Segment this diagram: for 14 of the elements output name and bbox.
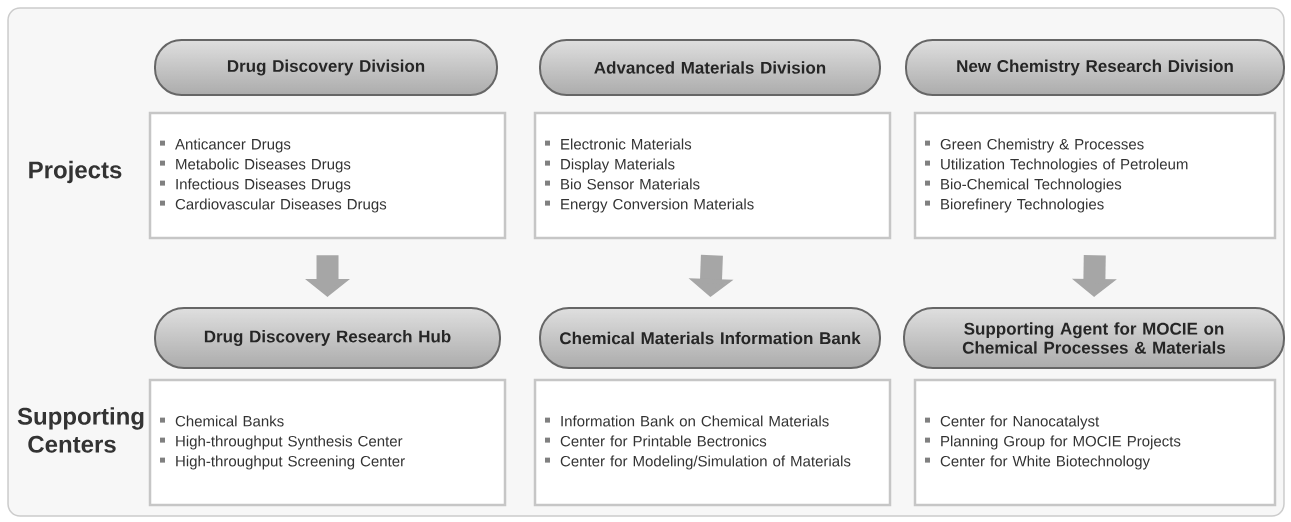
list-box: Center for Nanocatalyst Planning Group for MOCIE Projects Center for White Biotechnology [913,378,1277,507]
division-pill: Drug Discovery Division [154,39,498,96]
division-pill: Chemical Materials Information Bank [539,307,881,369]
row-label: Projects [29,160,122,184]
division-pill: New Chemistry Research Division [905,39,1285,96]
division-pill: Supporting Agent for MOCIE on Chemical Processes & Materials [903,307,1285,369]
list-box: Green Chemistry & Processes Utilization Technologies of Petroleum Bio-Chemical Technologies Biorefinery Technologies [913,111,1277,240]
list-box: Anticancer Drugs Metabolic Diseases Drugs Infectious Diseases Drugs Cardiovascular Diseases Drugs [148,111,507,240]
list-box: Information Bank on Chemical Materials Center for Printable Bectronics Center for Modeling/Simulation of Materials [533,378,892,507]
list-box: Chemical Banks High-throughput Synthesis Center High-throughput Screening Center [148,378,507,507]
division-pill: Advanced Materials Division [539,39,881,96]
list-box: Electronic Materials Display Materials Bio Sensor Materials Energy Conversion Materials [533,111,892,240]
division-pill: Drug Discovery Research Hub [154,307,501,369]
row-label: Supporting Centers [17,407,144,453]
